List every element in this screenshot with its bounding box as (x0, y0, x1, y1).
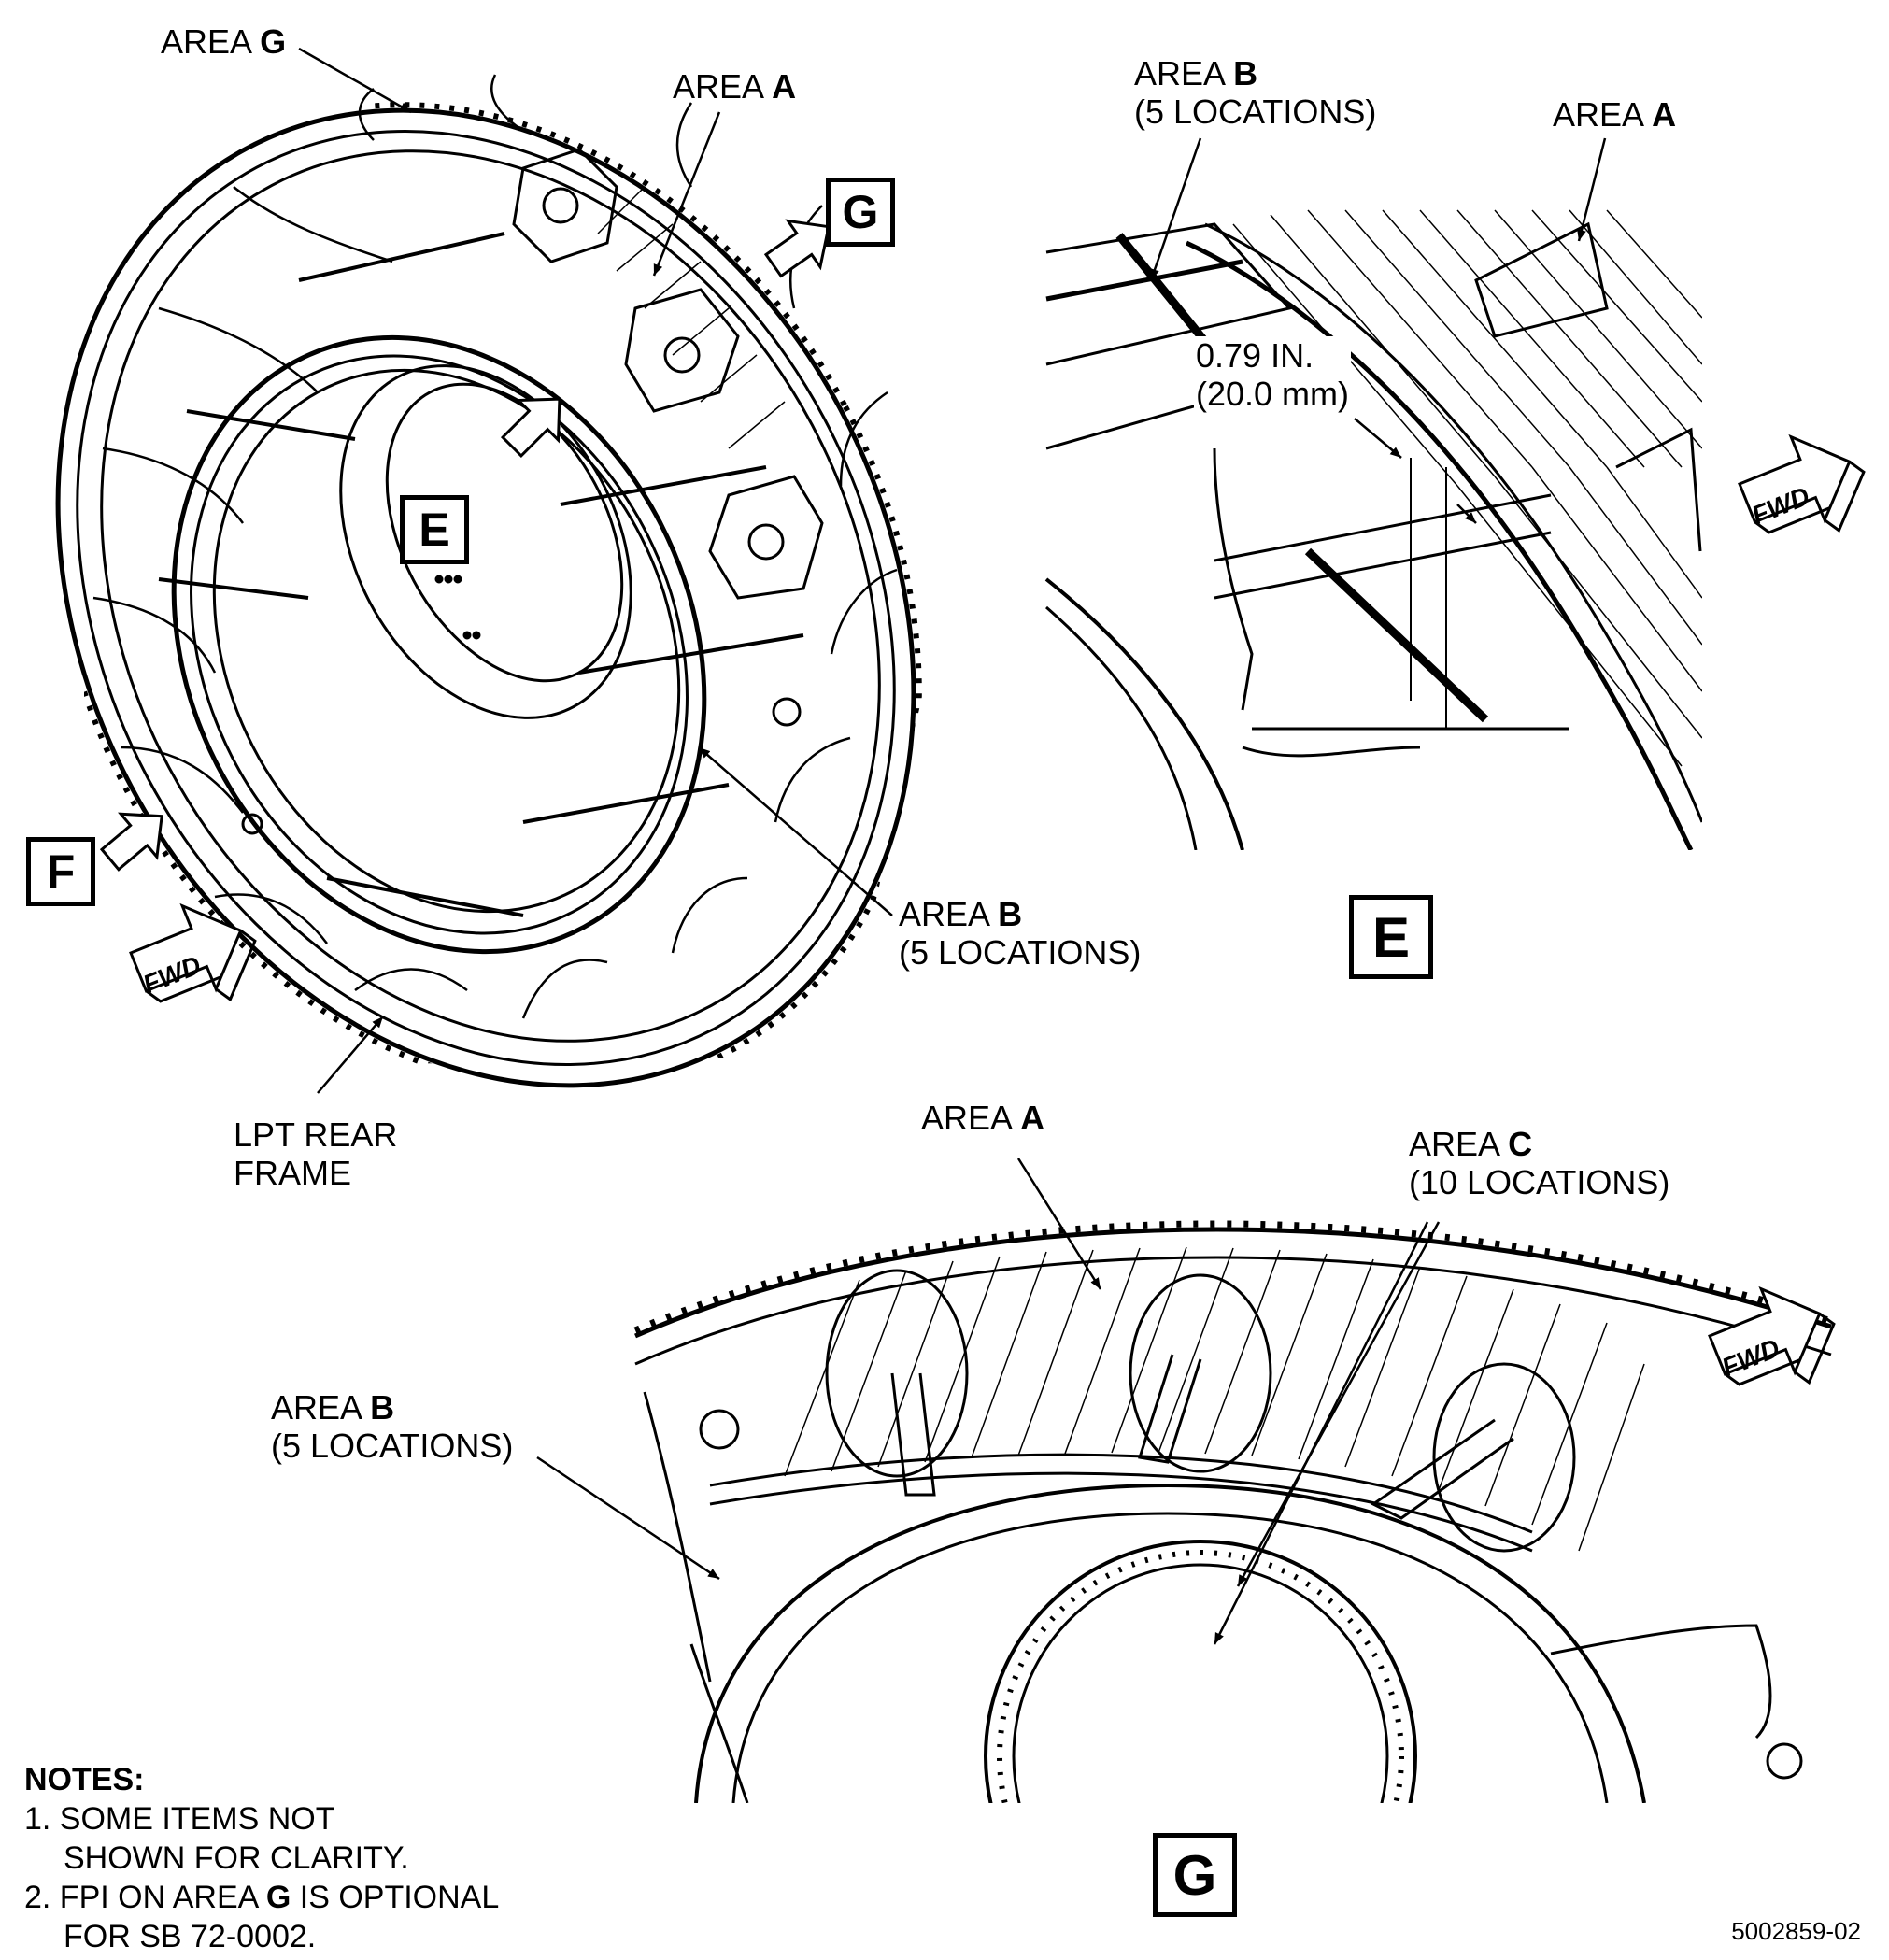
note-1-line-2: SHOWN FOR CLARITY. (64, 1840, 409, 1876)
view-box-f-main: F (26, 837, 95, 906)
leader-lpt-frame (317, 1016, 384, 1094)
label-area-a-view-g: AREA A (921, 1099, 1045, 1137)
view-g-bolt-ring (997, 1550, 1404, 1803)
notes-title: NOTES: (24, 1762, 145, 1797)
label-area-a-view-e: AREA A (1553, 95, 1677, 134)
label-area-c-view-g: AREA C (10 LOCATIONS) (1409, 1125, 1670, 1201)
leader-area-b-main (698, 746, 893, 916)
lpt-rear-frame-drawing (55, 74, 916, 1088)
view-box-g-main: G (826, 178, 895, 247)
label-area-a-main: AREA A (673, 67, 797, 106)
area-a-hatching-g (784, 1246, 1645, 1552)
leader-area-b-e (1149, 137, 1202, 281)
leader-dim-e-2 (1456, 504, 1477, 524)
leader-area-a-main (652, 111, 721, 277)
note-2-line-1: 2. FPI ON AREA G IS OPTIONAL (24, 1880, 500, 1915)
document-number: 5002859-02 (1731, 1917, 1861, 1945)
fwd-arrow-g (1708, 1285, 1836, 1386)
label-dimension-e: 0.79 IN. (20.0 mm) (1194, 336, 1352, 413)
area-a-hatching-main (597, 186, 786, 449)
view-title-e: E (1349, 895, 1433, 979)
label-area-g-main: AREA G (161, 22, 287, 61)
view-g-teeth (633, 1220, 1833, 1334)
note-1-line-1: 1. SOME ITEMS NOT (24, 1801, 335, 1837)
leader-area-c-g-1 (1236, 1221, 1441, 1587)
leader-area-b-g (536, 1456, 720, 1581)
view-title-g: G (1153, 1833, 1237, 1917)
leader-area-g-main (298, 47, 412, 114)
outer-ring-teeth (84, 102, 922, 1065)
label-area-b-main: AREA B (5 LOCATIONS) (899, 895, 1142, 972)
view-arrow-f (99, 812, 163, 872)
view-arrow-g (763, 219, 831, 278)
view-e-drawing (1044, 221, 1702, 850)
notes-block: NOTES: 1. SOME ITEMS NOT SHOWN FOR CLARI… (24, 1760, 499, 1956)
dimension-lines-e (1410, 458, 1447, 729)
area-b-markers-e (1115, 233, 1489, 723)
view-box-e-main: E (400, 495, 469, 564)
label-lpt-rear-frame: LPT REAR FRAME (234, 1115, 398, 1192)
view-arrow-e (500, 397, 561, 459)
label-area-b-view-g: AREA B (5 LOCATIONS) (271, 1388, 514, 1465)
leader-dim-e (1354, 418, 1402, 459)
leader-area-a-g (1016, 1158, 1102, 1290)
view-g-drawing (633, 1227, 1832, 1803)
area-a-hatching-e (1232, 209, 1702, 767)
note-2-line-2: FOR SB 72-0002. (64, 1919, 317, 1954)
leader-area-c-g-2 (1213, 1221, 1429, 1645)
fwd-arrow-e (1738, 433, 1866, 534)
fwd-arrow-main (129, 902, 257, 1003)
leader-area-a-e (1577, 137, 1607, 242)
label-area-b-view-e: AREA B (5 LOCATIONS) (1134, 54, 1377, 131)
